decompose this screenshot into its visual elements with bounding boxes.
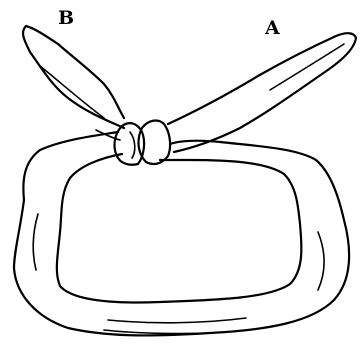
end-b-flap bbox=[23, 26, 124, 128]
end-a-label: A bbox=[265, 19, 280, 38]
band-shading-left bbox=[33, 214, 38, 270]
band-shading-right bbox=[318, 232, 324, 290]
band-shading-bottom-1 bbox=[108, 318, 246, 323]
knot-roll-left bbox=[115, 123, 145, 165]
end-a-flap bbox=[168, 33, 356, 152]
band-shading-bottom-2 bbox=[104, 330, 210, 334]
end-b-label: B bbox=[58, 9, 74, 28]
band-loop-outer bbox=[14, 132, 349, 335]
band-loop-inner bbox=[57, 154, 302, 302]
knot-crease bbox=[130, 132, 135, 158]
